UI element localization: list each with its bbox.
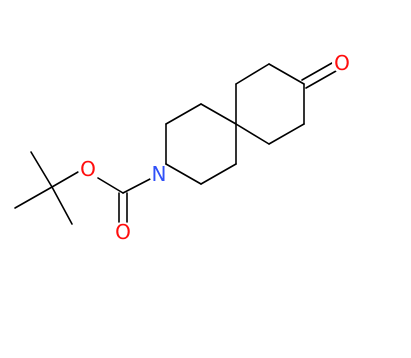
nitrogen-label: N [152,162,167,186]
bond [305,70,337,89]
tert-butyl-group [14,151,73,225]
bond [97,177,124,194]
bond [51,186,73,225]
atom-label-carbonyl-oxygen: O [113,220,133,244]
ester-oxygen-label: O [80,157,96,181]
cyclohexanone-ring [235,63,305,145]
bond [301,62,333,81]
bond [235,63,270,85]
atom-label-ketone-oxygen: O [332,51,352,75]
carbamate-bonds [51,171,153,223]
ketone-oxygen-label: O [334,51,350,75]
bond [165,103,202,125]
piperidine-ring [165,103,237,185]
bond [268,123,305,145]
bond [122,177,153,194]
bond [51,171,79,188]
bond [30,151,53,188]
atom-label-ester-oxygen: O [78,157,98,181]
carbonyl-oxygen-label: O [115,220,131,244]
bond [268,63,305,85]
ketone-double-bond [301,62,337,89]
bond [235,123,270,145]
bond [14,186,53,209]
bond [165,163,202,185]
bond [200,103,237,125]
bond [200,163,237,185]
atom-label-nitrogen: N [149,162,169,186]
